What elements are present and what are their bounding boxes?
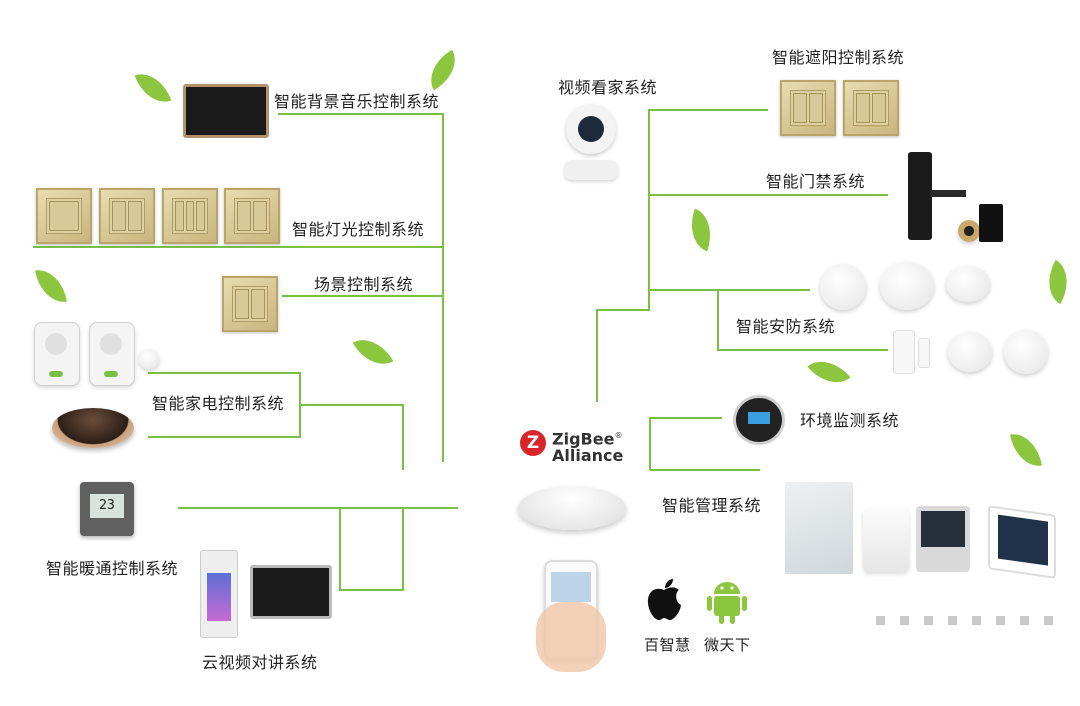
door-lock-handle (930, 190, 966, 197)
zigbee-title-line2: Alliance (552, 446, 624, 466)
zigbee-registered: ® (614, 431, 623, 440)
label-scene: 场景控制系统 (314, 275, 414, 294)
label-access: 智能门禁系统 (766, 172, 866, 191)
heat-detector (1004, 330, 1048, 374)
label-manage: 智能管理系统 (662, 496, 762, 515)
gas-detector (948, 332, 992, 372)
smoke-detector (820, 264, 866, 310)
apple-icon (645, 578, 683, 622)
smoke-detector (880, 262, 934, 310)
smart-socket (34, 322, 80, 386)
door-viewer-screen (979, 204, 1003, 242)
line-bg-music (278, 113, 444, 462)
sensor-probe (139, 349, 159, 369)
ip-camera (562, 104, 620, 182)
water-sensor (946, 266, 990, 302)
label-appliance: 智能家电控制系统 (152, 394, 285, 413)
label-video: 视频看家系统 (558, 78, 658, 97)
line-security (649, 289, 888, 351)
thermostat-display: 23 (90, 494, 124, 518)
label-intercom: 云视频对讲系统 (202, 653, 318, 672)
line-appliance-b (148, 405, 301, 438)
indoor-monitor (250, 565, 332, 619)
label-lighting: 智能灯光控制系统 (292, 220, 425, 239)
label-android-app: 微天下 (704, 636, 751, 654)
label-hvac: 智能暖通控制系统 (46, 559, 179, 578)
zigbee-gateway (518, 486, 626, 530)
zigbee-title-line1: ZigBee (552, 429, 615, 449)
label-shading: 智能遮阳控制系统 (772, 48, 905, 67)
line-video-shading (596, 109, 768, 402)
ir-remote-hub (52, 408, 134, 448)
label-security: 智能安防系统 (736, 317, 836, 336)
line-intercom (339, 508, 404, 591)
label-env: 环境监测系统 (800, 411, 900, 430)
zigbee-title: ZigBee® Alliance (552, 427, 623, 464)
light-switch (36, 188, 92, 244)
door-station (200, 550, 238, 638)
bathroom-photo (785, 482, 853, 574)
line-appliance (148, 372, 404, 470)
light-switch (224, 188, 280, 244)
music-panel (183, 84, 269, 138)
label-apple-app: 百智慧 (644, 636, 691, 654)
scene-switch (222, 276, 278, 332)
door-sensor (893, 330, 915, 374)
zigbee-logo: Z (520, 430, 546, 456)
control-tablet (988, 505, 1056, 579)
environment-sensor (736, 398, 782, 442)
smart-speaker (863, 508, 909, 572)
light-switch (99, 188, 155, 244)
line-env (649, 417, 722, 470)
smartphone-app (536, 560, 606, 672)
shading-switch (780, 80, 836, 136)
shading-switch (843, 80, 899, 136)
thermostat: 23 (80, 482, 134, 536)
label-bg-music: 智能背景音乐控制系统 (274, 92, 440, 111)
door-sensor-magnet (918, 338, 930, 368)
light-switch (162, 188, 218, 244)
smart-door-lock (908, 152, 932, 240)
smart-display (916, 506, 970, 572)
android-icon (705, 578, 749, 624)
door-viewer (958, 220, 980, 242)
smart-socket (89, 322, 135, 386)
